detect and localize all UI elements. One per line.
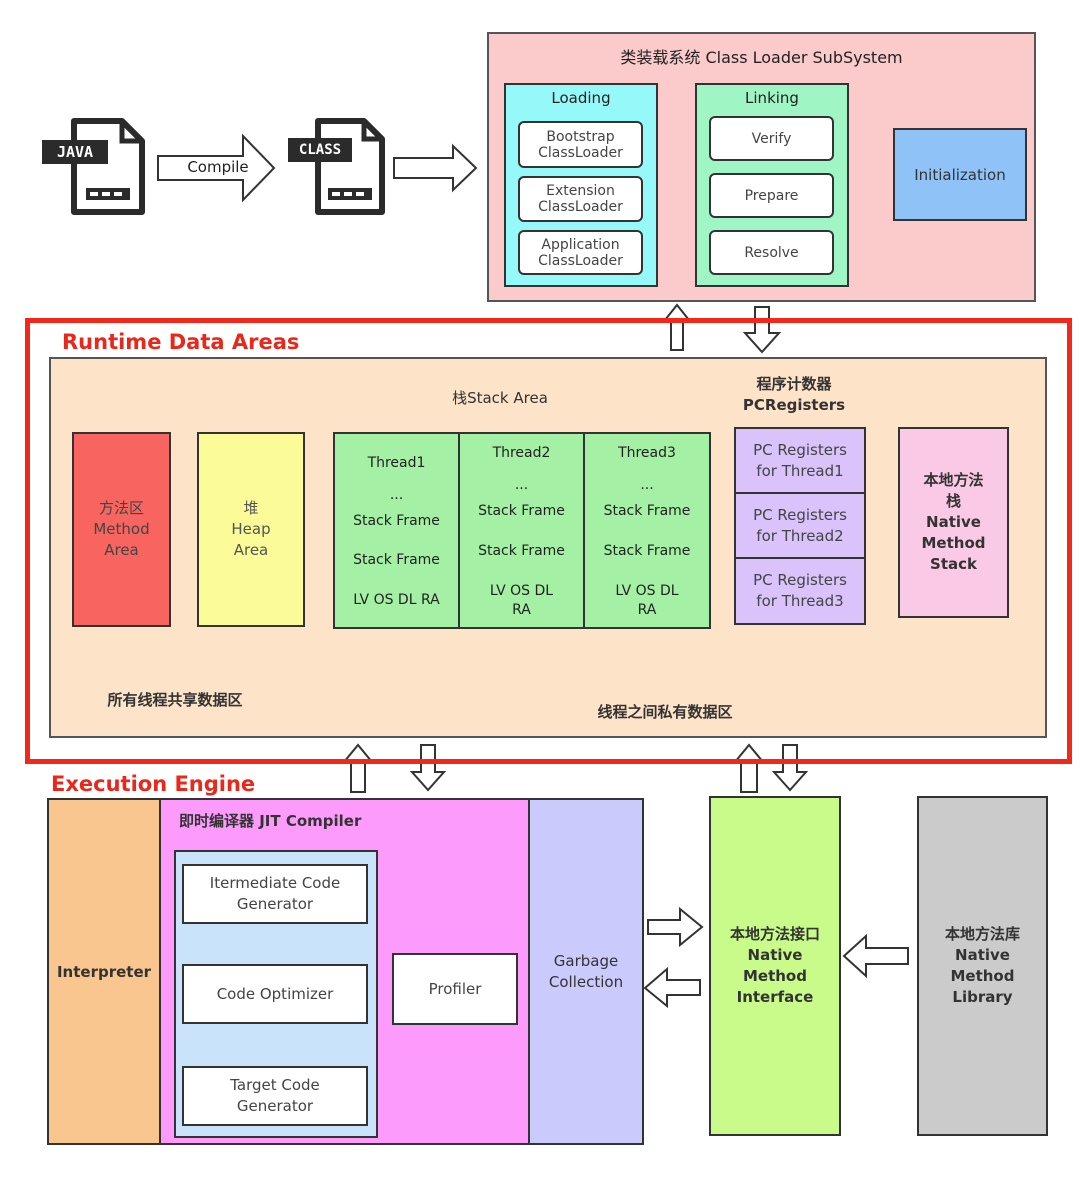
class-file-icon: CLASS [288,118,388,216]
runtime-red-frame [25,318,1072,764]
java-badge: JAVA [42,140,108,164]
stack-frame: Stack Frame [478,503,565,519]
intermediate-code-generator: Itermediate Code Generator [182,864,368,924]
thread-ellipsis: ... [640,477,654,493]
frame-vars: LV OS DL RA [615,583,679,618]
shared-area-label: 所有线程共享数据区 [107,691,243,709]
gc-to-native-if-arrow [647,906,704,948]
native-method-stack: 本地方法 栈 Native Method Stack [898,427,1009,618]
to-loader-arrow [393,143,478,193]
stack-frame: Stack Frame [603,543,691,559]
thread3-stack [583,432,711,629]
thread-ellipsis: ... [389,487,404,503]
compile-arrow [157,133,276,203]
stack-frame: Stack Frame [603,503,691,519]
thread-name: Thread2 [492,445,551,461]
initialization-box: Initialization [893,128,1027,221]
stack-frame: Stack Frame [353,552,440,568]
resolve-step: Resolve [709,230,834,275]
heap-area: 堆 Heap Area [197,432,305,627]
class-badge: CLASS [288,138,352,162]
private-area-label: 线程之间私有数据区 [597,703,733,721]
stack-frame: Stack Frame [478,543,565,559]
profiler-box: Profiler [392,953,518,1025]
execution-engine-title: Execution Engine [51,772,256,796]
thread1-stack [333,432,460,629]
compile-label: Compile [187,158,249,176]
pc-register-thread3: PC Registers for Thread3 [734,557,866,625]
library-to-native-if-arrow [842,933,909,979]
interpreter-box: Interpreter [47,798,161,1145]
code-optimizer: Code Optimizer [182,964,368,1024]
target-code-generator: Target Code Generator [182,1066,368,1126]
linking-title: Linking [745,89,799,107]
frame-vars: LV OS DL RA [489,583,554,618]
loading-title: Loading [551,89,611,107]
thread-ellipsis: ... [514,477,529,493]
frame-vars: LV OS DL RA [353,592,440,608]
stack-area-title: 栈Stack Area [452,389,548,407]
pc-register-thread1: PC Registers for Thread1 [734,427,866,494]
pc-registers-title: 程序计数器 PCRegisters [742,375,846,414]
native-method-interface: 本地方法接口 Native Method Interface [709,796,841,1136]
loader-to-runtime-arrow [742,306,782,354]
prepare-step: Prepare [709,173,834,218]
runtime-to-native-if-arrow [771,744,809,792]
runtime-to-exec-arrow [409,744,447,792]
extension-classloader: Extension ClassLoader [518,176,643,222]
jit-compiler-title: 即时编译器 JIT Compiler [179,812,362,830]
garbage-collection-box: Garbage Collection [528,798,644,1145]
application-classloader: Application ClassLoader [518,230,643,275]
method-area: 方法区 Method Area [72,432,171,627]
java-file-icon: JAVA [42,118,146,216]
thread-name: Thread3 [618,445,676,461]
native-method-library: 本地方法库 Native Method Library [917,796,1048,1136]
bootstrap-classloader: Bootstrap ClassLoader [518,121,643,168]
verify-step: Verify [709,116,834,161]
thread-name: Thread1 [367,455,426,471]
stack-frame: Stack Frame [353,513,440,529]
native-if-to-gc-arrow [643,966,701,1009]
thread2-stack [458,432,585,629]
class-loader-title: 类装载系统 Class Loader SubSystem [620,48,903,67]
pc-register-thread2: PC Registers for Thread2 [734,492,866,559]
runtime-title: Runtime Data Areas [62,330,300,354]
